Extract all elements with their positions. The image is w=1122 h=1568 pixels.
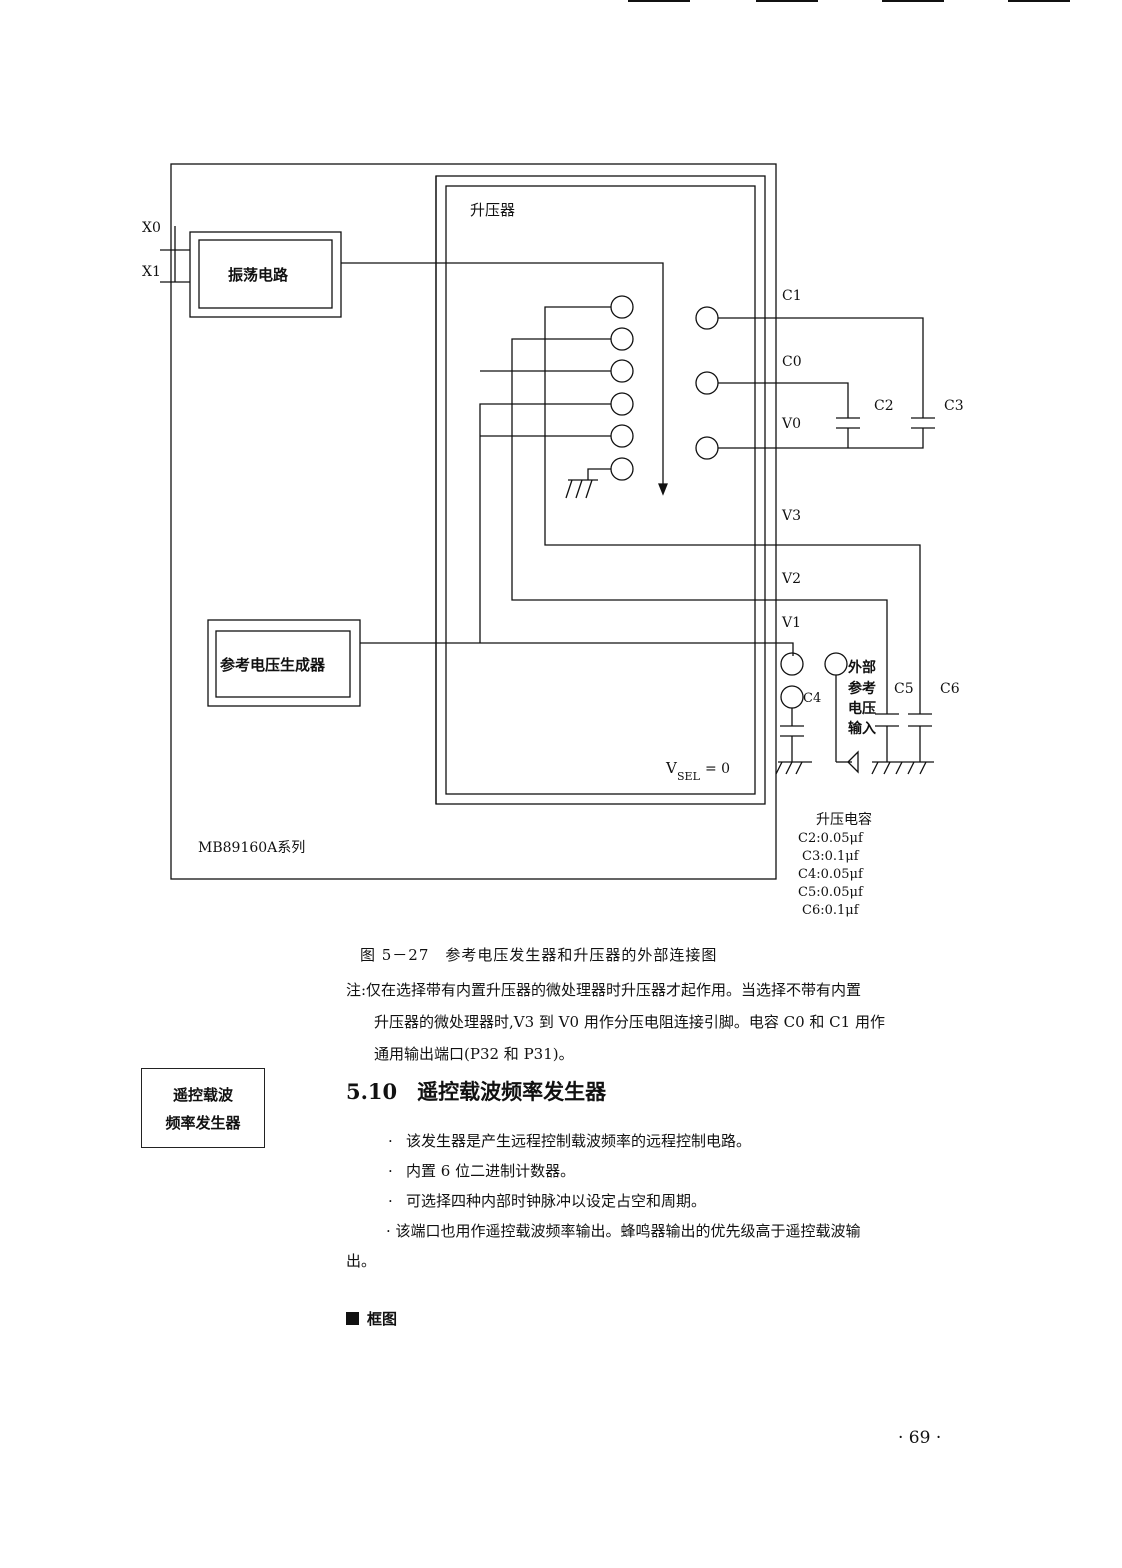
bullet-text-1: 该发生器是产生远程控制载波频率的远程控制电路。 — [406, 1132, 752, 1150]
bullet-text-3: 可选择四种内部时钟脉冲以设定占空和周期。 — [406, 1192, 707, 1210]
bullet-text-4: · 该端口也用作遥控载波频率输出。蜂鸣器输出的优先级高于遥控载波输 — [386, 1222, 861, 1240]
cap-table-title: 升压电容 — [816, 811, 872, 828]
refgen-box-outer — [207, 619, 361, 707]
section-title: 遥控载波频率发生器 — [417, 1079, 607, 1104]
side-topic-line-2: 频率发生器 — [165, 1114, 241, 1132]
c4-label: C4 — [803, 691, 821, 706]
c3-label: C3 — [944, 398, 964, 414]
bullet-text-2: 内置 6 位二进制计数器。 — [406, 1162, 576, 1180]
vsel-v: V — [665, 759, 678, 777]
section-number: 5.10 — [346, 1079, 398, 1104]
side-topic-line-1: 遥控载波 — [172, 1086, 233, 1104]
ext-ref-line-1: 外部 — [848, 659, 876, 676]
osc-box-outer — [189, 231, 342, 318]
ext-ref-line-2: 参考 — [848, 680, 876, 697]
c5-label: C5 — [894, 681, 914, 697]
v2-label: V2 — [781, 571, 801, 587]
c1-label: C1 — [782, 288, 802, 304]
top-rule-4 — [1008, 0, 1070, 2]
osc-label: 振荡电路 — [228, 266, 289, 284]
list-item: 可选择四种内部时钟脉冲以设定占空和周期。 — [346, 1186, 986, 1216]
note-line-3: 通用输出端口(P32 和 P31)。 — [374, 1045, 574, 1063]
side-topic-box: 遥控载波 频率发生器 — [141, 1068, 265, 1148]
page-number: · 69 · — [898, 1428, 942, 1448]
vsel-eq: = 0 — [705, 761, 730, 777]
booster-label: 升压器 — [470, 201, 515, 219]
osc-box-inner — [198, 239, 333, 309]
cap-value-c6: C6:0.1μf — [802, 903, 860, 918]
top-rule-1 — [628, 0, 690, 2]
top-rule-2 — [756, 0, 818, 2]
ext-ref-line-3: 电压 — [848, 700, 876, 717]
refgen-label: 参考电压生成器 — [220, 656, 326, 674]
list-item: 该发生器是产生远程控制载波频率的远程控制电路。 — [346, 1126, 986, 1156]
note-line-1: 注:仅在选择带有内置升压器的微处理器时升压器才起作用。当选择不带有内置 — [346, 981, 862, 999]
bullet-list: 该发生器是产生远程控制载波频率的远程控制电路。 内置 6 位二进制计数器。 可选… — [346, 1126, 986, 1276]
bullet-4-continuation: 出。 — [346, 1252, 377, 1270]
list-item: · 该端口也用作遥控载波频率输出。蜂鸣器输出的优先级高于遥控载波输 — [346, 1216, 986, 1246]
connection-diagram: X0 X1 振荡电路 升压器 参考电压生成器 C1 C0 V0 C2 C3 V3… — [142, 163, 964, 918]
cap-value-c4: C4:0.05μf — [798, 867, 864, 882]
subheading: 框图 — [346, 1308, 397, 1329]
square-bullet-icon — [346, 1312, 359, 1325]
list-item: 内置 6 位二进制计数器。 — [346, 1156, 986, 1186]
c0-label: C0 — [782, 354, 802, 370]
figure-note: 注:仅在选择带有内置升压器的微处理器时升压器才起作用。当选择不带有内置 升压器的… — [346, 974, 986, 1070]
cap-value-c2: C2:0.05μf — [798, 831, 864, 846]
note-line-2: 升压器的微处理器时,V3 到 V0 用作分压电阻连接引脚。电容 C0 和 C1 … — [374, 1013, 885, 1031]
vsel-sub: SEL — [677, 770, 701, 783]
c2-label: C2 — [874, 398, 894, 414]
section-heading: 5.10 遥控载波频率发生器 — [346, 1076, 606, 1106]
x1-label: X1 — [142, 264, 161, 280]
top-rule-3 — [882, 0, 944, 2]
c6-label: C6 — [940, 681, 960, 697]
figure-caption: 图 5－27 参考电压发生器和升压器的外部连接图 — [360, 946, 718, 964]
cap-value-c3: C3:0.1μf — [802, 849, 860, 864]
chip-label: MB89160A系列 — [198, 840, 305, 856]
ext-ref-line-4: 输入 — [848, 720, 876, 737]
chip-outline — [170, 163, 777, 880]
subheading-text: 框图 — [367, 1310, 398, 1328]
v1-label: V1 — [781, 615, 801, 631]
booster-box-mid — [445, 185, 756, 795]
booster-box-outer — [435, 175, 766, 805]
cap-value-c5: C5:0.05μf — [798, 885, 864, 900]
x0-label: X0 — [142, 220, 161, 236]
refgen-box-inner — [215, 630, 351, 698]
arrow-head — [658, 483, 668, 496]
v0-label: V0 — [781, 416, 801, 432]
v3-label: V3 — [781, 508, 801, 524]
